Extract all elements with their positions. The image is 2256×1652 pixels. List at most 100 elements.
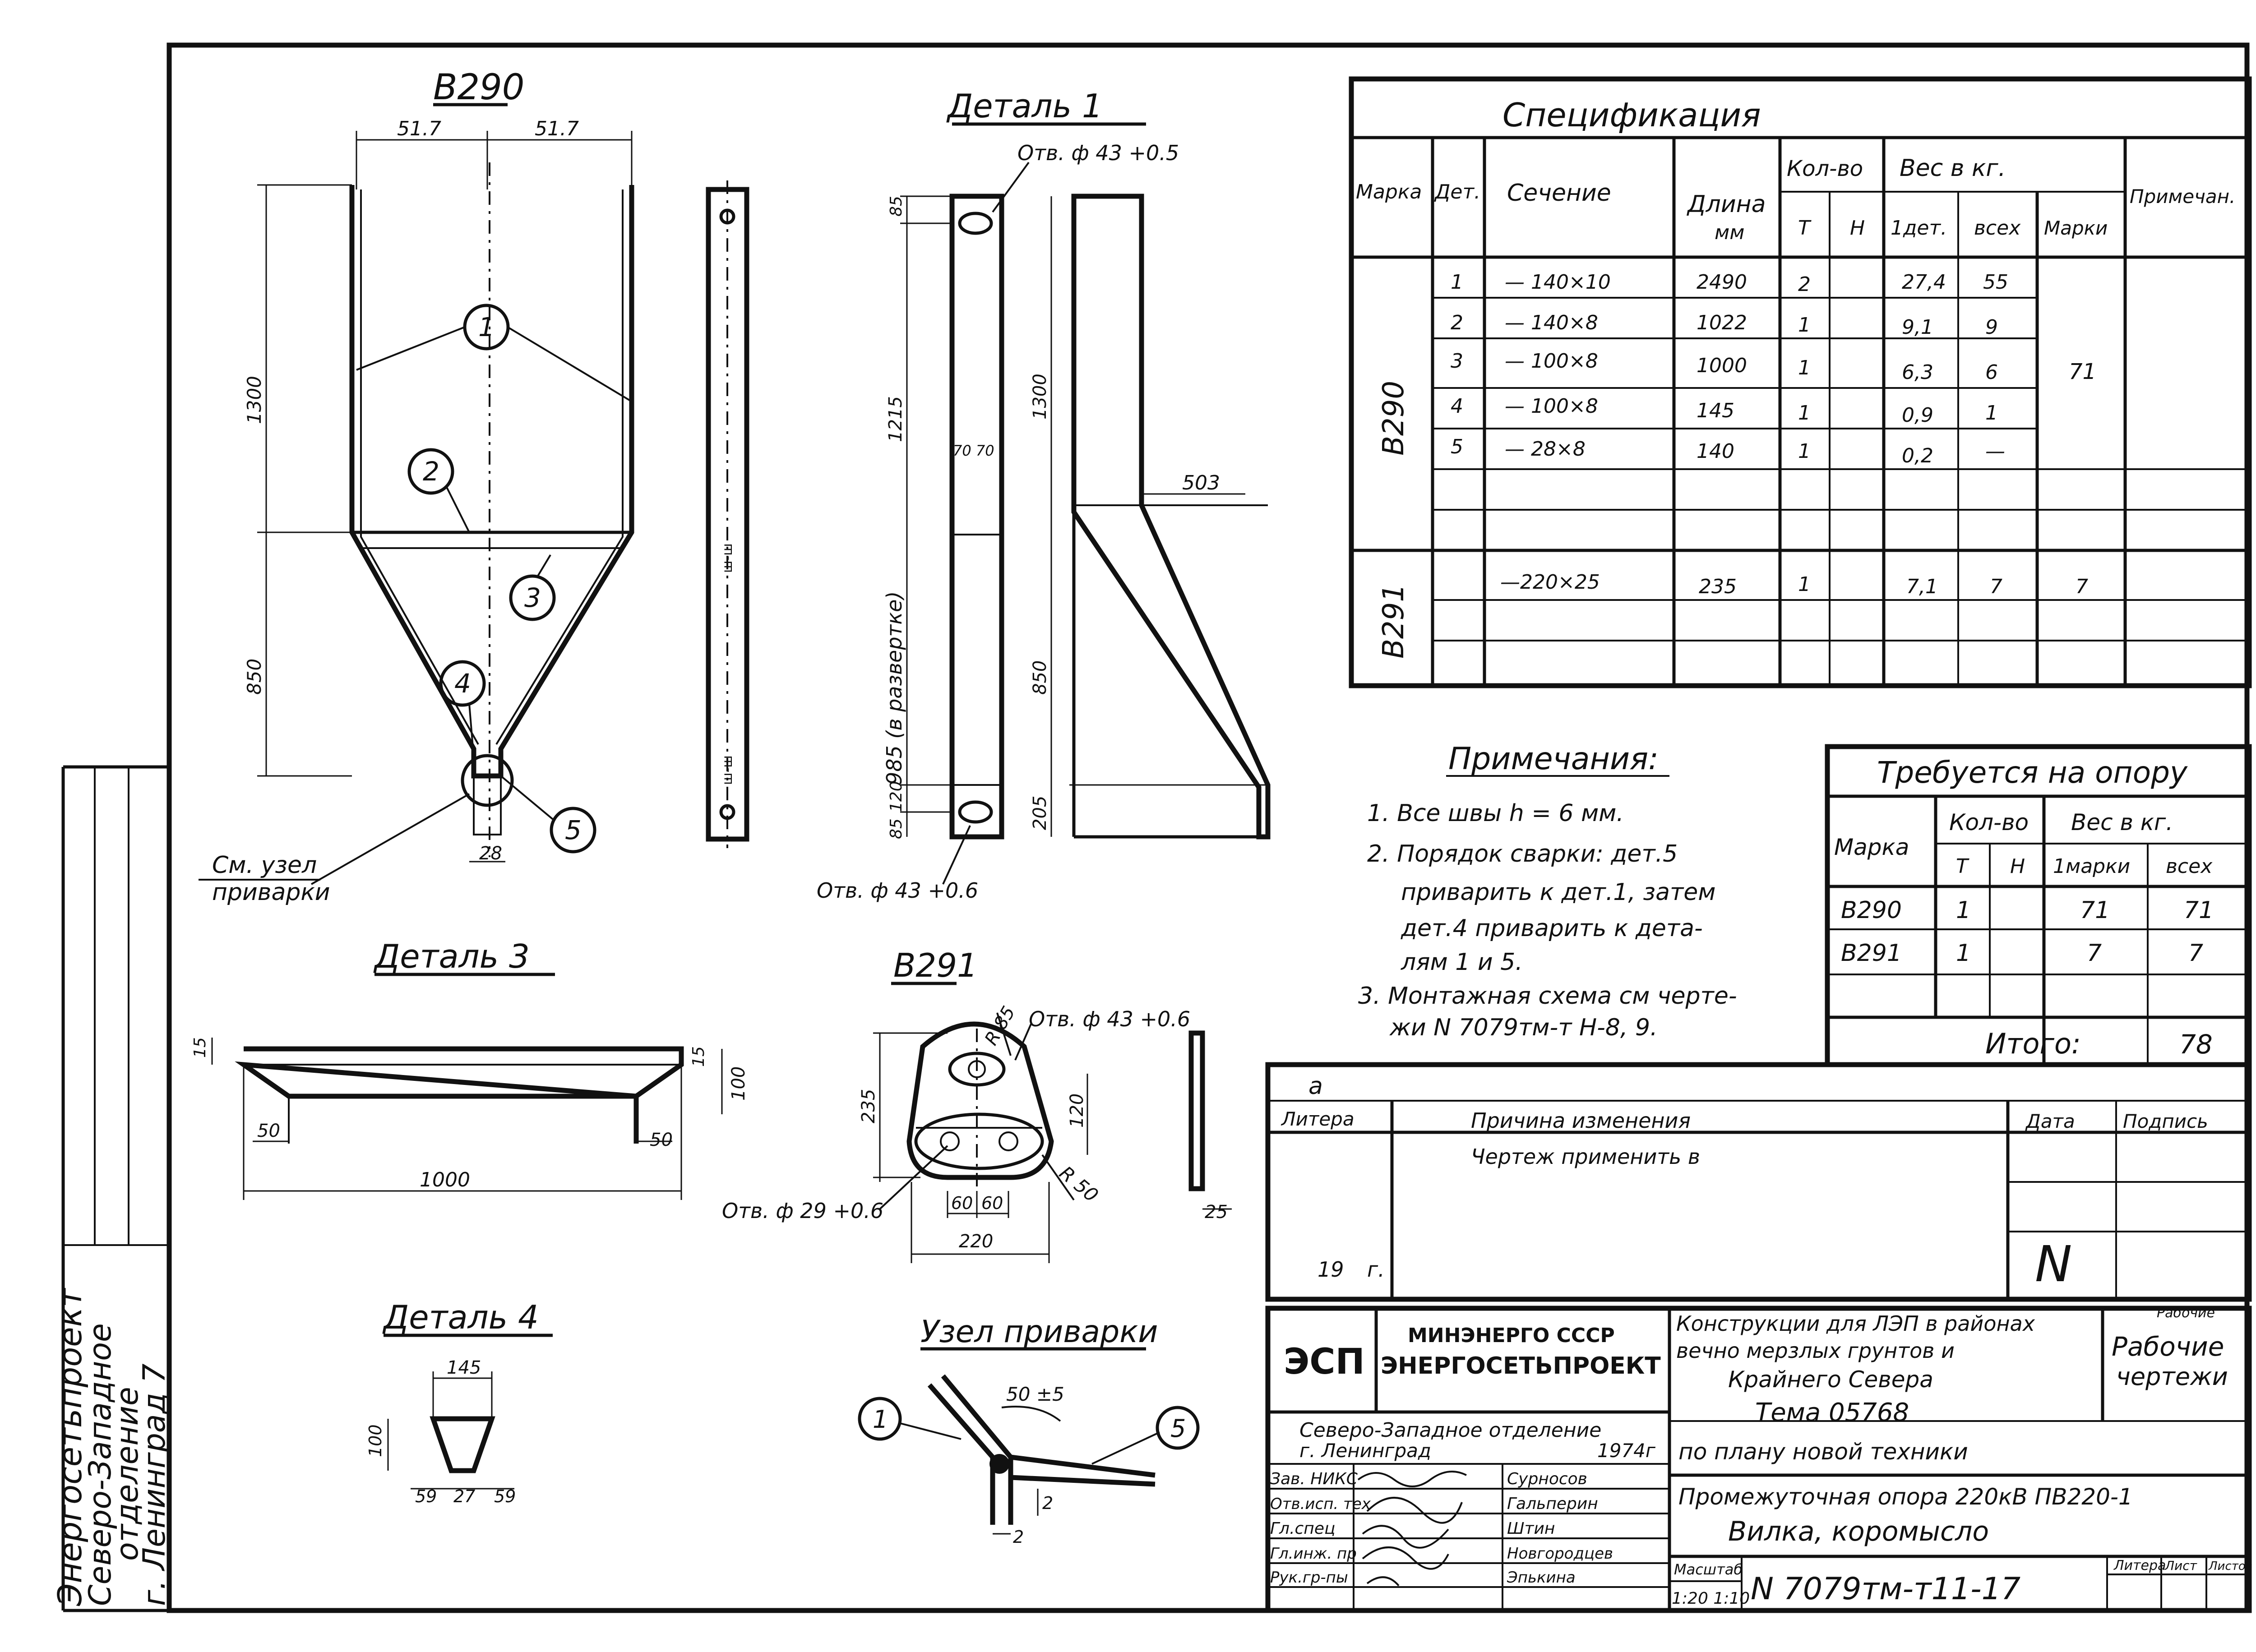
weld-node: Узел приварки 50 ±5 2 2 1 5	[858, 1314, 1200, 1547]
b290-dim-850: 850	[243, 659, 265, 695]
spec-h-weight: Вес в кг.	[1900, 155, 2006, 182]
spec-cell: 1	[1985, 401, 1998, 425]
tb-scale: 1:20 1:10	[1672, 1589, 1750, 1608]
spec-cell: 1	[1798, 356, 1811, 379]
tb-city: г. Ленинград	[1299, 1440, 1431, 1462]
note-line: жи N 7079тм-т Н-8, 9.	[1389, 1014, 1658, 1041]
spec-h-length-unit: мм	[1715, 221, 1744, 244]
d1b-dim-1300: 1300	[1030, 374, 1050, 420]
spec-h-length: Длина	[1687, 191, 1766, 218]
callout-2-label: 2	[423, 456, 439, 487]
detail3-title: Деталь 3	[373, 937, 530, 975]
spec-h-w-mark: Марки	[2044, 217, 2108, 239]
d1-dim-120: 120	[887, 781, 906, 812]
signature-scribble	[1357, 1471, 1467, 1587]
rev-year-prefix: 19	[1318, 1257, 1344, 1282]
callout-4-label: 4	[454, 668, 471, 699]
tb-esp: ЭСП	[1284, 1342, 1365, 1382]
note-line: 2. Порядок сварки: дет.5	[1367, 840, 1678, 868]
req-cell: 1	[1956, 940, 1971, 967]
spec-cell: — 28×8	[1505, 438, 1586, 461]
tb-org: ЭНЕРГОСЕТЬПРОЕКТ	[1381, 1352, 1661, 1380]
spec-h-qty-n: Н	[1850, 217, 1865, 240]
req-cell: 1	[1956, 897, 1971, 924]
spec-cell: 2	[1451, 311, 1463, 334]
callout-3: 3	[509, 574, 556, 621]
tb-name: Гальперин	[1507, 1495, 1598, 1513]
spec-cell: 145	[1697, 399, 1734, 422]
d4-dim-59b: 59	[494, 1486, 516, 1506]
b291-dim-60a: 60	[951, 1193, 973, 1213]
spec-h-w-all: всех	[1974, 217, 2021, 240]
spec-table: Спецификация Марка Дет. Сечение Длина мм…	[1349, 76, 2252, 688]
weld-dim-2b: 2	[1013, 1527, 1024, 1547]
tb-plan: по плану новой техники	[1678, 1439, 1968, 1465]
tb-project-2: вечно мерзлых грунтов и	[1676, 1338, 1955, 1363]
spec-row: 3 — 100×8 1000 1 6,3 6	[1451, 350, 1998, 384]
rev-h-reason: Причина изменения	[1471, 1108, 1691, 1133]
bar-mark-top: ш-ш	[720, 543, 735, 573]
spec-cell: 9,1	[1902, 316, 1933, 339]
d1-dim-unfold: 985 (в развертке)	[882, 591, 906, 785]
tb-role: Зав. НИКС	[1270, 1470, 1358, 1488]
tb-name: Эпькина	[1507, 1569, 1576, 1587]
req-cell: 7	[2188, 940, 2203, 967]
spec-b290-label: В290	[1377, 381, 1410, 456]
d3-dim-100: 100	[728, 1066, 749, 1101]
rev-row1: Чертеж применить в	[1471, 1144, 1700, 1169]
tb-scale-label: Масштаб	[1674, 1561, 1743, 1578]
tb-role-row: Рук.гр-пы Эпькина	[1270, 1569, 1576, 1587]
req-cell: 71	[2080, 897, 2110, 924]
tb-project-3: Крайнего Севера	[1728, 1366, 1933, 1393]
note-line: 3. Монтажная схема см черте-	[1358, 983, 1737, 1010]
spec-cell: — 140×10	[1505, 271, 1611, 294]
spec-cell: — 100×8	[1505, 350, 1598, 373]
side-stamp-line3: г. Ленинград 7	[137, 1364, 172, 1606]
tb-drawing-no: N 7079тм-т11-17	[1751, 1571, 2020, 1607]
tb-name: Новгородцев	[1507, 1545, 1613, 1563]
b291-hole29: Отв. ф 29 +0.6	[722, 1199, 883, 1223]
tb-theme: Тема 05768	[1755, 1398, 1909, 1427]
d1-dim-7070: 70 70	[953, 442, 994, 459]
tb-branch: Северо-Западное отделение	[1299, 1419, 1601, 1442]
spec-cell: 140	[1697, 440, 1734, 463]
b291-dim-60b: 60	[981, 1193, 1003, 1213]
spec-cell: 0,2	[1902, 444, 1933, 467]
spec-b290-mark-weight: 71	[2069, 359, 2096, 384]
spec-cell: 2	[1798, 273, 1811, 296]
view-b291: В291 235 120 R 85 Отв. ф 43 +0.6 Отв. ф …	[722, 946, 1232, 1263]
spec-cell: — 100×8	[1505, 395, 1598, 418]
d1b-dim-850: 850	[1030, 660, 1050, 695]
rev-n-mark: N	[2035, 1235, 2072, 1293]
rev-a: а	[1308, 1073, 1323, 1100]
spec-row-b291: —220×25 235 1 7,1 7 7	[1500, 571, 2088, 598]
spec-cell: 235	[1699, 575, 1737, 598]
spec-row: 1 — 140×10 2490 2 27,4 55	[1451, 271, 2008, 296]
req-h-w1: 1марки	[2053, 855, 2130, 878]
b290-ref-line1: См. узел	[212, 852, 317, 879]
spec-row: 4 — 100×8 145 1 0,9 1	[1451, 395, 1998, 427]
d1-dim-1215: 1215	[885, 396, 906, 442]
side-stamp-org: Энергосетьпроект	[51, 1287, 89, 1606]
d3-dim-50-right: 50	[650, 1130, 673, 1150]
callout-5-label: 5	[565, 815, 582, 845]
detail-4: Деталь 4 145 100 59 27 59	[365, 1298, 553, 1506]
callout-3-label: 3	[524, 582, 541, 613]
d1-dim-85-bot: 85	[887, 818, 906, 839]
spec-row: 2 — 140×8 1022 1 9,1 9	[1451, 311, 1998, 339]
tb-role-row: Отв.исп. тех Гальперин	[1270, 1495, 1598, 1513]
spec-cell: 55	[1983, 271, 2008, 294]
rev-h-date: Дата	[2025, 1110, 2075, 1132]
tb-project-1: Конструкции для ЛЭП в районах	[1676, 1311, 2035, 1336]
tb-h-sheet: Лист	[2164, 1558, 2197, 1573]
b290-dim-28: 28	[479, 843, 502, 864]
detail-1: Деталь 1 Отв. ф 43 +0.5 Отв. ф 43 +0.6 8…	[817, 87, 1271, 903]
weld-angle: 50 ±5	[1006, 1383, 1064, 1405]
note-line: дет.4 приварить к дета-	[1401, 915, 1703, 942]
req-h-mark: Марка	[1834, 834, 1909, 860]
tb-role: Рук.гр-пы	[1270, 1569, 1348, 1587]
note-line: лям 1 и 5.	[1401, 949, 1523, 976]
spec-cell: —220×25	[1500, 571, 1600, 594]
callout-2: 2	[407, 448, 454, 495]
spec-h-w-det: 1дет.	[1891, 217, 1947, 240]
